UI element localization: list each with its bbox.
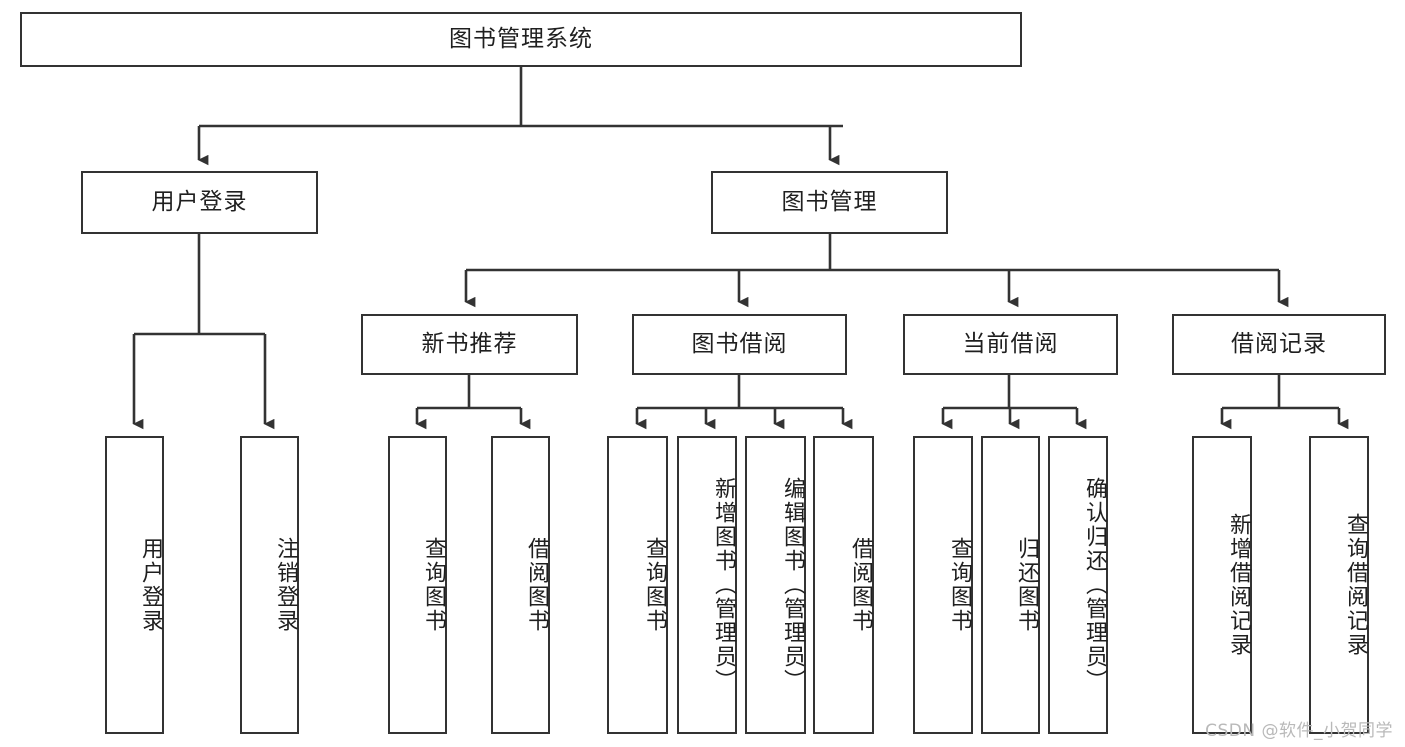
node-borrow-record[interactable]: 借阅记录 — [1172, 314, 1386, 375]
leaf-borrow-query-book[interactable]: 查询图书 — [607, 436, 668, 734]
leaf-recommend-query-book[interactable]: 查询图书 — [388, 436, 447, 734]
leaf-record-add-record[interactable]: 新增借阅记录 — [1192, 436, 1252, 734]
leaf-current-return-book[interactable]: 归还图书 — [981, 436, 1040, 734]
node-label: 查询借阅记录 — [1343, 513, 1368, 657]
node-label: 当前借阅 — [962, 330, 1059, 357]
node-label: 新增借阅记录 — [1226, 513, 1251, 657]
node-label: 注销登录 — [273, 537, 298, 633]
node-label: 确认归还（管理员） — [1082, 477, 1107, 693]
node-current-borrow[interactable]: 当前借阅 — [903, 314, 1118, 375]
leaf-user-login-login[interactable]: 用户登录 — [105, 436, 164, 734]
node-label: 借阅记录 — [1231, 330, 1327, 357]
node-user-login[interactable]: 用户登录 — [81, 171, 318, 234]
leaf-borrow-add-book-admin[interactable]: 新增图书（管理员） — [677, 436, 737, 734]
node-label: 查询图书 — [642, 537, 667, 633]
leaf-borrow-borrow-book[interactable]: 借阅图书 — [813, 436, 874, 734]
node-label: 借阅图书 — [524, 537, 549, 633]
watermark-text: CSDN @软件_小贺同学 — [1205, 721, 1393, 741]
leaf-record-query-record[interactable]: 查询借阅记录 — [1309, 436, 1369, 734]
node-label: 查询图书 — [947, 537, 972, 633]
node-label: 借阅图书 — [848, 537, 873, 633]
node-label: 编辑图书（管理员） — [780, 477, 805, 693]
node-label: 查询图书 — [421, 537, 446, 633]
leaf-user-login-logout[interactable]: 注销登录 — [240, 436, 299, 734]
leaf-borrow-edit-book-admin[interactable]: 编辑图书（管理员） — [745, 436, 806, 734]
node-label: 图书管理 — [781, 188, 878, 215]
node-label: 图书管理系统 — [449, 25, 593, 52]
node-label: 归还图书 — [1014, 537, 1039, 633]
node-new-book-recommend[interactable]: 新书推荐 — [361, 314, 578, 375]
node-book-management[interactable]: 图书管理 — [711, 171, 948, 234]
leaf-recommend-borrow-book[interactable]: 借阅图书 — [491, 436, 550, 734]
node-book-borrow[interactable]: 图书借阅 — [632, 314, 847, 375]
node-root-system[interactable]: 图书管理系统 — [20, 12, 1022, 67]
node-label: 用户登录 — [138, 537, 163, 633]
node-label: 用户登录 — [151, 188, 248, 215]
node-label: 新书推荐 — [421, 330, 518, 357]
leaf-current-query-book[interactable]: 查询图书 — [913, 436, 973, 734]
node-label: 图书借阅 — [691, 330, 788, 357]
node-label: 新增图书（管理员） — [711, 477, 736, 693]
leaf-current-confirm-return-admin[interactable]: 确认归还（管理员） — [1048, 436, 1108, 734]
